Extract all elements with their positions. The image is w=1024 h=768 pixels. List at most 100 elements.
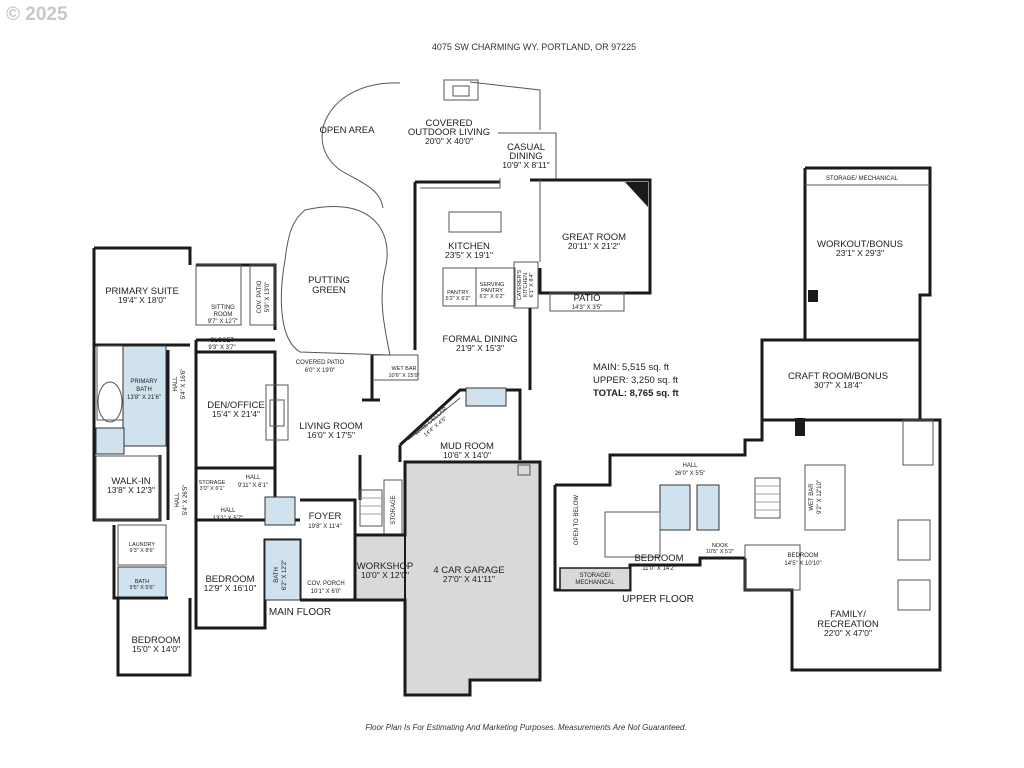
svg-text:10'0" X 12'0": 10'0" X 12'0" [361, 570, 409, 580]
bath-small-fill [117, 566, 167, 598]
label-storage-small: STORAGE [199, 480, 226, 486]
patio-great [549, 292, 625, 312]
label-mud-room: MUD ROOM [440, 441, 494, 452]
bedroom-upper2-box [744, 544, 801, 591]
svg-text:9'2" X 12'10": 9'2" X 12'10" [817, 480, 823, 514]
svg-text:10'1" X 6'0": 10'1" X 6'0" [311, 589, 342, 595]
stat-upper: UPPER: 3,250 sq. ft [593, 375, 678, 386]
svg-text:10'6" X 14'0": 10'6" X 14'0" [443, 450, 491, 460]
svg-text:5'4" X 26'5": 5'4" X 26'5" [183, 485, 189, 516]
den-walls [196, 350, 277, 500]
label-kitchen: KITCHEN [448, 241, 490, 252]
svg-text:11'0" X 14'2": 11'0" X 14'2" [642, 566, 675, 572]
label-workout: WORKOUT/BONUS [817, 239, 903, 250]
label-bath-small: BATH [135, 579, 149, 585]
label-formal-dining: FORMAL DINING [442, 334, 517, 345]
label-storage-vert: STORAGE [391, 495, 397, 524]
mud-room-bath [465, 387, 507, 407]
upper-walls-left [553, 338, 922, 592]
svg-text:21'9" X 15'3": 21'9" X 15'3" [456, 343, 504, 353]
workout-walls [803, 166, 932, 415]
label-closet: CLOSET [210, 338, 234, 344]
svg-text:BATH: BATH [136, 387, 152, 393]
label-patio-great: PATIO [573, 293, 600, 304]
tub [97, 381, 123, 423]
label-wet-bar-upper: WET BAR [809, 483, 815, 511]
label-family: FAMILY/ [830, 609, 866, 620]
label-workshop: WORKSHOP [357, 561, 413, 572]
svg-text:9'5" X 5'6": 9'5" X 5'6" [130, 585, 155, 591]
svg-text:19'8" X 11'4": 19'8" X 11'4" [308, 524, 341, 530]
svg-text:15'0" X 14'0": 15'0" X 14'0" [132, 644, 180, 654]
storage-mech-upper-box [559, 567, 631, 591]
svg-text:13'8" X 12'3": 13'8" X 12'3" [107, 485, 155, 495]
svg-text:PANTRY: PANTRY [481, 288, 503, 294]
bedroom-main2-walls [112, 525, 192, 677]
svg-text:ROOM: ROOM [214, 312, 233, 318]
label-nook: NOOK [712, 543, 729, 549]
garage-area [353, 460, 542, 697]
label-open-to-below: OPEN TO BELOW [574, 495, 580, 545]
svg-text:RECREATION: RECREATION [817, 619, 879, 630]
stairs-upper [754, 477, 781, 519]
label-serving-pantry: SERVING [480, 282, 505, 288]
svg-text:6'0" X 19'0": 6'0" X 19'0" [305, 368, 336, 374]
svg-text:13'1" X 5'7": 13'1" X 5'7" [213, 516, 244, 522]
label-hall-upper: HALL [682, 463, 698, 469]
kitchen-island [448, 211, 502, 233]
address: 4075 SW CHARMING WY. PORTLAND, OR 97225 [432, 42, 636, 52]
label-storage-mech-upper: STORAGE/ [580, 573, 611, 579]
svg-text:23'5" X 19'1": 23'5" X 19'1" [445, 250, 493, 260]
svg-text:30'7" X 18'4": 30'7" X 18'4" [814, 380, 862, 390]
svg-text:16'0" X 17'5": 16'0" X 17'5" [307, 430, 355, 440]
label-covered-patio: COVERED PATIO [296, 360, 345, 366]
label-great-room: GREAT ROOM [562, 232, 626, 243]
svg-text:13'8" X 21'6": 13'8" X 21'6" [127, 395, 161, 401]
svg-text:MECHANICAL: MECHANICAL [575, 580, 615, 586]
label-hall-b: HALL [245, 475, 261, 481]
svg-text:10'6" X 15'0": 10'6" X 15'0" [388, 373, 419, 379]
label-open-area: OPEN AREA [320, 125, 376, 136]
label-primary-suite: PRIMARY SUITE [105, 286, 179, 297]
outdoor-edge [469, 81, 541, 130]
label-sitting-room: SITTING [211, 305, 235, 311]
label-living-room: LIVING ROOM [299, 421, 362, 432]
svg-text:3'0" X 6'1": 3'0" X 6'1" [200, 486, 225, 492]
label-casual-dining: CASUAL [507, 142, 545, 153]
label-garage: 4 CAR GARAGE [433, 565, 504, 576]
fireplace-den [265, 384, 289, 441]
walk-in-box [95, 455, 161, 521]
label-craft-room: CRAFT ROOM/BONUS [788, 371, 888, 382]
svg-text:20'0" X 40'0": 20'0" X 40'0" [425, 136, 473, 146]
svg-text:12'9" X 16'10": 12'9" X 16'10" [204, 583, 257, 593]
stat-total: TOTAL: 8,765 sq. ft [593, 388, 680, 399]
label-covered-outdoor: COVERED [426, 118, 473, 129]
label-cov-porch: COV. PORCH [307, 581, 344, 587]
svg-text:19'4" X 18'0": 19'4" X 18'0" [118, 295, 166, 305]
svg-text:9'3" X 3'7": 9'3" X 3'7" [208, 345, 235, 351]
bath-vert-fill [264, 539, 301, 601]
svg-text:9'3" X 8'6": 9'3" X 8'6" [130, 548, 155, 554]
svg-text:GREEN: GREEN [312, 285, 346, 296]
svg-text:DINING: DINING [509, 151, 542, 162]
svg-text:20'11" X 21'2": 20'11" X 21'2" [568, 241, 620, 251]
svg-text:5'9" X 13'0": 5'9" X 13'0" [265, 282, 271, 313]
svg-text:OUTDOOR LIVING: OUTDOOR LIVING [408, 127, 490, 138]
cov-patio-box [249, 264, 276, 326]
primary-bath-fill [122, 345, 167, 447]
svg-text:15'4" X 21'4": 15'4" X 21'4" [212, 409, 260, 419]
label-bedroom-upper2: BEDROOM [787, 553, 818, 559]
upper-bath-fill [659, 484, 691, 531]
svg-text:22'0" X 47'0": 22'0" X 47'0" [824, 628, 872, 638]
label-foyer: FOYER [309, 511, 342, 522]
laundry-box [117, 524, 167, 566]
svg-text:6'2" X 12'2": 6'2" X 12'2" [282, 560, 288, 591]
label-cov-patio-side: COV. PATIO [257, 280, 263, 313]
label-hall-d: HALL [220, 508, 236, 514]
svg-text:23'1" X 29'3": 23'1" X 29'3" [836, 248, 884, 258]
svg-text:KITCHEN: KITCHEN [523, 273, 529, 297]
pantries [442, 267, 516, 307]
label-hall-a: HALL [173, 376, 179, 392]
stat-main: MAIN: 5,515 sq. ft [593, 362, 669, 373]
